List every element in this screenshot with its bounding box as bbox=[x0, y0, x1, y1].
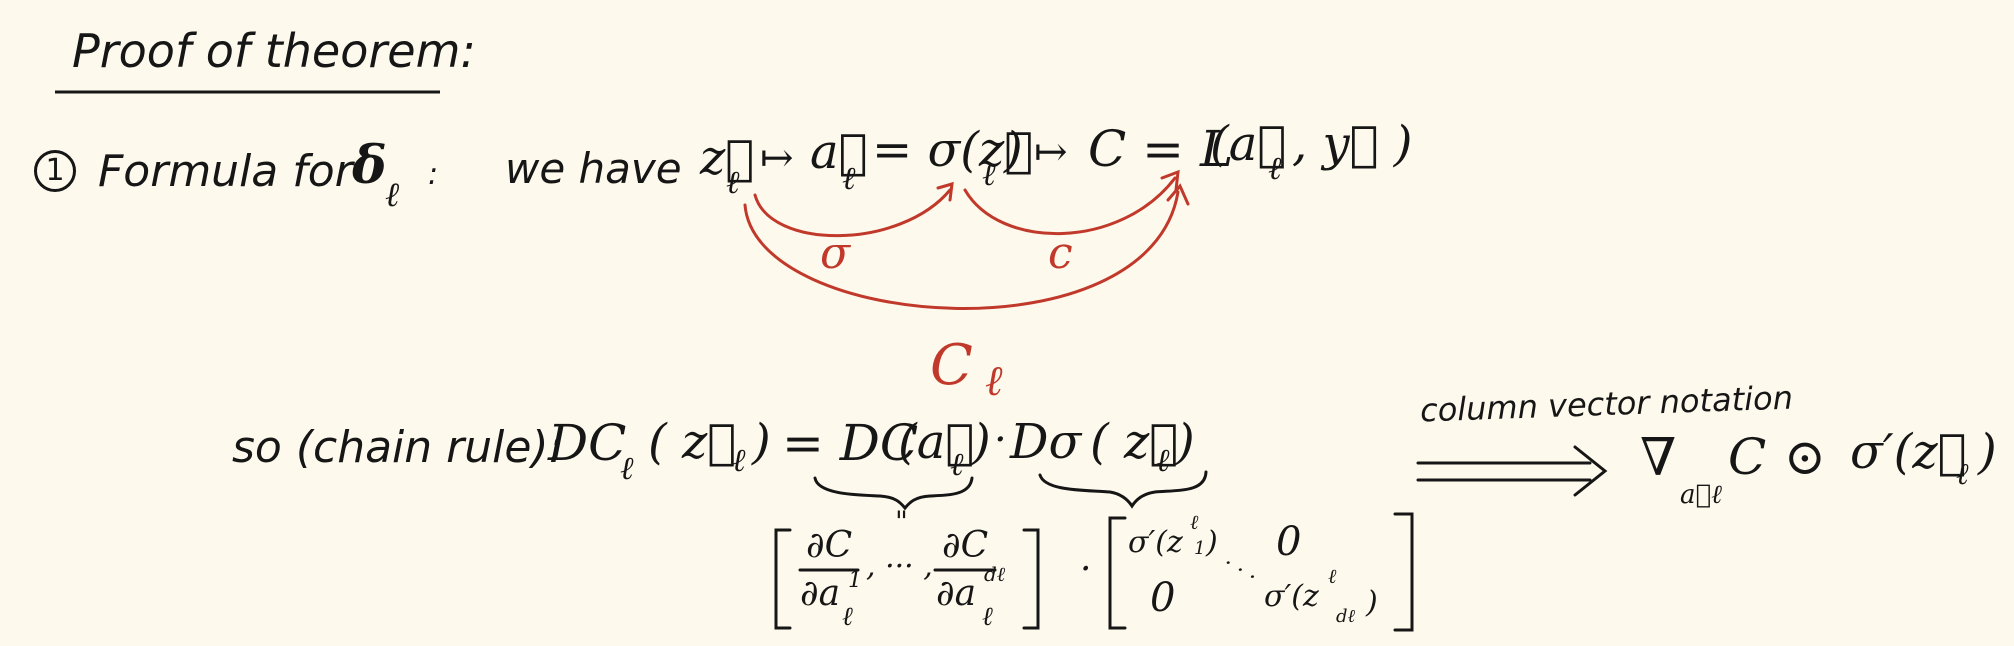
DC-l: DC bbox=[548, 414, 627, 472]
partial-a-2: ∂a bbox=[936, 573, 977, 614]
L-args-subscript: ℓ bbox=[1268, 149, 1282, 187]
sigma-close-paren: ) bbox=[1004, 122, 1023, 178]
nabla-symbol: ∇ bbox=[1640, 428, 1677, 488]
D-sigma: Dσ bbox=[1010, 414, 1082, 470]
matrix-product-dot: · bbox=[1080, 549, 1092, 590]
mapsto-2: ↦ bbox=[1034, 129, 1068, 175]
step-heading: Formula for bbox=[98, 146, 353, 197]
DC-l-subscript: ℓ bbox=[620, 449, 634, 487]
C-equals-L: C = L bbox=[1088, 120, 1234, 178]
DC-arg: (a⃗ bbox=[898, 414, 975, 470]
L-args: (a⃗ bbox=[1210, 116, 1287, 172]
z-vector: z⃗ bbox=[700, 130, 755, 186]
sigma-arrow-label: σ bbox=[820, 228, 851, 279]
C-l-arrow-label: C bbox=[930, 333, 973, 398]
DC-arg-close: ) bbox=[972, 414, 991, 470]
sigma-prime-close: ) bbox=[1978, 424, 1997, 480]
diag-bottom-right-sup: ℓ bbox=[1328, 564, 1337, 588]
step-colon: : bbox=[428, 157, 439, 192]
delta-subscript: ℓ bbox=[385, 175, 400, 215]
nabla-subscript: a⃗ℓ bbox=[1680, 480, 1722, 510]
a-vector: a⃗ bbox=[810, 124, 868, 180]
product-dot: · bbox=[994, 417, 1007, 463]
result-C: C bbox=[1728, 428, 1767, 486]
D-sigma-arg-subscript: ℓ bbox=[1156, 441, 1170, 479]
delta-symbol: δ bbox=[352, 135, 387, 196]
mapsto-1: ↦ bbox=[760, 135, 794, 181]
partial-a-2-sub: ℓ bbox=[982, 602, 993, 632]
D-sigma-arg-close: ) bbox=[1176, 414, 1195, 470]
equals-mark: " bbox=[895, 505, 908, 538]
equals-DC: = DC bbox=[782, 414, 919, 472]
diag-bottom-right-sub: dℓ bbox=[1336, 606, 1356, 627]
we-have-text: we have bbox=[505, 144, 682, 193]
partial-C-1: ∂C bbox=[806, 525, 853, 566]
partial-C-2: ∂C bbox=[942, 525, 989, 566]
diag-top-left-close: ) bbox=[1206, 525, 1218, 560]
diag-top-left-sup: ℓ bbox=[1190, 510, 1199, 534]
D-sigma-arg: ( z⃗ bbox=[1090, 414, 1179, 470]
diag-bottom-right: σ′(z bbox=[1264, 579, 1319, 614]
sigma-prime: σ′(z⃗ bbox=[1850, 424, 1967, 480]
z-subscript: ℓ bbox=[726, 163, 740, 201]
diag-top-left-sub: 1 bbox=[1194, 538, 1206, 559]
a-subscript: ℓ bbox=[842, 159, 856, 197]
sigma-of-z: = σ(z⃗ bbox=[872, 122, 1034, 178]
sigma-prime-subscript: ℓ bbox=[1956, 457, 1969, 492]
diag-top-left: σ′(z bbox=[1128, 525, 1183, 560]
step-number-circle: 1 bbox=[34, 150, 76, 192]
diag-bottom-right-close: ) bbox=[1366, 585, 1378, 620]
partial-a-1-sub: ℓ bbox=[842, 602, 853, 632]
gradient-dots: , ··· , bbox=[866, 549, 933, 584]
c-arrow-label: c bbox=[1048, 228, 1073, 279]
partial-a-1: ∂a bbox=[800, 573, 841, 614]
diag-top-right: 0 bbox=[1276, 519, 1302, 565]
diag-bottom-left: 0 bbox=[1150, 575, 1176, 621]
chain-rule-prefix: so (chain rule): bbox=[232, 422, 564, 473]
partial-a-2-sup: dℓ bbox=[984, 562, 1006, 586]
partial-a-1-sup: 1 bbox=[848, 568, 862, 593]
DC-l-arg-subscript: ℓ bbox=[732, 441, 746, 479]
page-title: Proof of theorem: bbox=[72, 24, 476, 78]
DC-arg-subscript: ℓ bbox=[950, 445, 964, 483]
DC-l-arg: ( z⃗ bbox=[648, 414, 737, 470]
DC-l-arg-close: ) bbox=[752, 414, 771, 470]
hadamard-symbol: ⊙ bbox=[1784, 428, 1826, 486]
sigma-z-subscript: ℓ bbox=[982, 155, 996, 193]
C-l-arrow-subscript: ℓ bbox=[985, 356, 1003, 405]
L-args-tail: , y⃗ ) bbox=[1292, 116, 1413, 172]
